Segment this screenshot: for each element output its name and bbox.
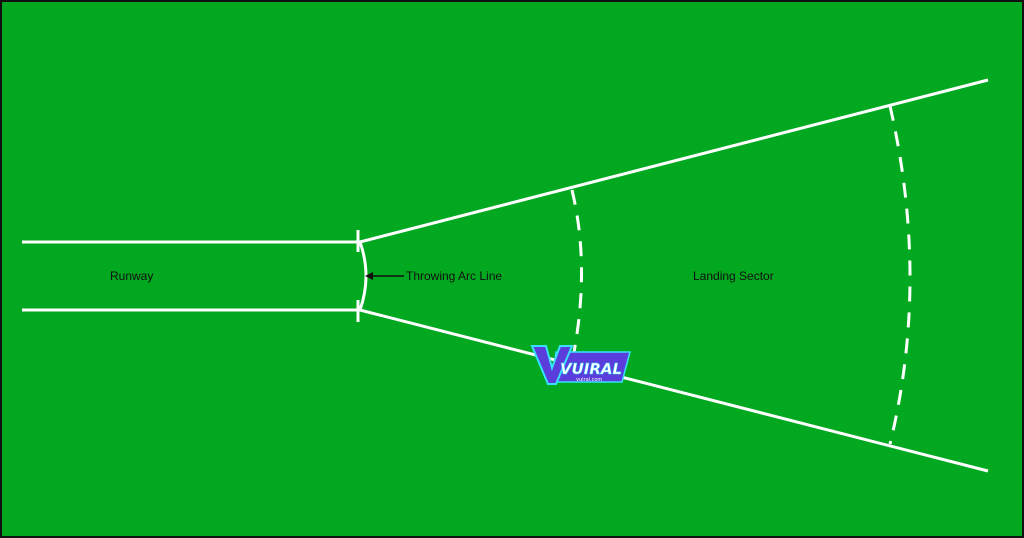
watermark-text: VUIRAL	[560, 360, 622, 378]
sector-lower-line	[359, 308, 989, 473]
distance-arc-far	[888, 105, 912, 445]
watermark-logo: VUIRAL vuiral.com	[530, 345, 631, 385]
throwing-arc-line-label: Throwing Arc Line	[406, 269, 502, 283]
landing-sector-label: Landing Sector	[693, 269, 774, 283]
arrow-icon	[365, 272, 373, 280]
distance-arc-near	[570, 189, 584, 353]
sector-upper-line	[359, 78, 989, 244]
runway-label: Runway	[110, 269, 153, 283]
watermark-v-mark	[530, 345, 574, 385]
watermark-subtext: vuiral.com	[576, 377, 602, 383]
